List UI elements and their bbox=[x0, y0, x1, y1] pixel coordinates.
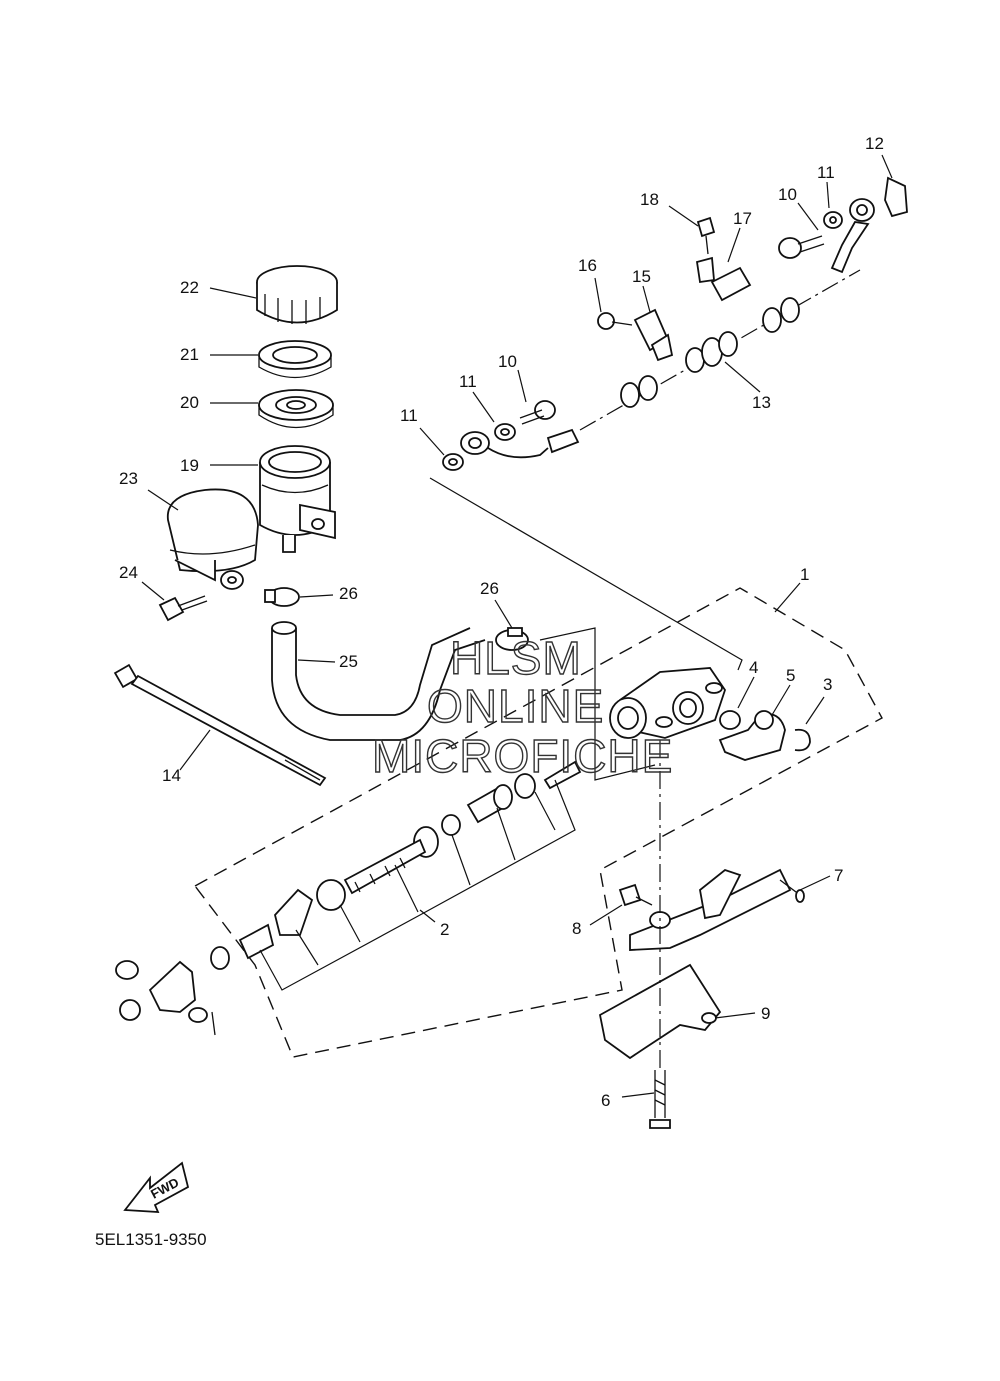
callout-1: 1 bbox=[800, 565, 809, 584]
callout-4: 4 bbox=[749, 658, 758, 677]
callout-12: 12 bbox=[865, 134, 884, 153]
reservoir-hose bbox=[271, 621, 486, 741]
circlip bbox=[794, 728, 811, 752]
callout-5: 5 bbox=[786, 666, 795, 685]
guide-screw bbox=[597, 312, 633, 330]
banjo-union-upper bbox=[460, 428, 580, 459]
master-cylinder-body bbox=[609, 667, 726, 739]
holder-bolt bbox=[696, 216, 716, 255]
hose-clamp-upper bbox=[264, 587, 300, 607]
kit-outline bbox=[193, 587, 883, 1058]
hose-holder bbox=[695, 256, 752, 302]
watermark-line-1: HLSM bbox=[450, 632, 582, 684]
watermark: HLSM ONLINE MICROFICHE bbox=[371, 631, 673, 782]
callout-leaders bbox=[141, 154, 893, 1098]
clevis bbox=[115, 960, 216, 1036]
watermark-line-2: ONLINE bbox=[427, 680, 604, 732]
callout-23: 23 bbox=[119, 469, 138, 488]
callout-19: 19 bbox=[180, 456, 199, 475]
hose-assembly-bracket bbox=[539, 627, 656, 781]
callout-9: 9 bbox=[761, 1004, 770, 1023]
reservoir-diaphragm bbox=[258, 389, 334, 429]
callout-2: 2 bbox=[440, 920, 449, 939]
o-ring bbox=[719, 710, 741, 730]
callout-21: 21 bbox=[180, 345, 199, 364]
callout-labels: 1 2 3 4 5 6 7 8 9 10 10 11 11 11 12 13 1… bbox=[119, 134, 884, 1110]
watermark-line-3: MICROFICHE bbox=[372, 730, 673, 782]
washer-left bbox=[442, 453, 464, 471]
callout-18: 18 bbox=[640, 190, 659, 209]
reservoir-tank bbox=[259, 445, 336, 553]
cover-screw bbox=[158, 595, 208, 622]
hose-clamp-lower bbox=[495, 627, 529, 651]
callout-10-right: 10 bbox=[778, 185, 797, 204]
mounting-bolt bbox=[649, 1070, 671, 1129]
callout-11-left: 11 bbox=[400, 406, 418, 425]
hose-clip bbox=[884, 176, 908, 218]
callout-14: 14 bbox=[162, 766, 181, 785]
reservoir-gasket-upper bbox=[258, 340, 332, 379]
piston-kit bbox=[210, 760, 582, 970]
piston-kit-leaders bbox=[259, 779, 576, 991]
banjo-union-upper-right bbox=[830, 198, 875, 274]
hose-to-cylinder-line bbox=[429, 477, 743, 671]
cable-tie bbox=[113, 663, 327, 787]
diagram-code: 5EL1351-9350 bbox=[95, 1230, 207, 1249]
callout-6: 6 bbox=[601, 1091, 610, 1110]
callout-11-right: 11 bbox=[817, 163, 835, 182]
callout-25: 25 bbox=[339, 652, 358, 671]
reservoir-cover bbox=[167, 488, 259, 590]
hose-guide bbox=[633, 308, 674, 362]
washer-mid bbox=[494, 423, 516, 441]
washer-right bbox=[823, 211, 843, 229]
callout-20: 20 bbox=[180, 393, 199, 412]
callout-17: 17 bbox=[733, 209, 752, 228]
callout-26-upper: 26 bbox=[339, 584, 358, 603]
callout-24: 24 bbox=[119, 563, 138, 582]
callout-13: 13 bbox=[752, 393, 771, 412]
callout-22: 22 bbox=[180, 278, 199, 297]
callout-15: 15 bbox=[632, 267, 651, 286]
brake-hose-fittings bbox=[620, 297, 800, 408]
callout-11-mid: 11 bbox=[459, 372, 477, 391]
mounting-bracket bbox=[629, 868, 805, 951]
callout-16: 16 bbox=[578, 256, 597, 275]
callout-3: 3 bbox=[823, 675, 832, 694]
reservoir-cap bbox=[256, 265, 338, 324]
callout-8: 8 bbox=[572, 919, 581, 938]
callout-7: 7 bbox=[834, 866, 843, 885]
union-bolt-right bbox=[778, 235, 825, 259]
fwd-arrow-icon: FWD bbox=[123, 1161, 190, 1213]
callout-26-lower: 26 bbox=[480, 579, 499, 598]
union-bolt-left bbox=[519, 400, 556, 425]
callout-10-left: 10 bbox=[498, 352, 517, 371]
bracket-bolt bbox=[618, 883, 653, 907]
hose-joint bbox=[718, 710, 786, 761]
